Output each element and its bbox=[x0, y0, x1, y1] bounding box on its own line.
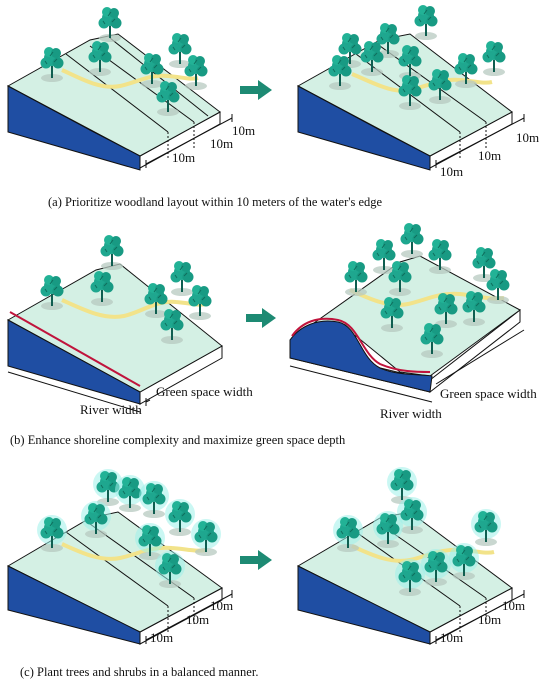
dimension-lines-c-left bbox=[145, 590, 233, 644]
width-label-c1: 10m bbox=[210, 598, 233, 613]
panel-a-after-block bbox=[296, 4, 513, 171]
width-label-a3: 10m bbox=[172, 150, 195, 165]
panel-c-before-block bbox=[6, 469, 223, 645]
transition-arrow bbox=[246, 308, 276, 328]
walking-path bbox=[61, 68, 199, 89]
transition-arrow bbox=[240, 80, 272, 100]
width-label-c2: 10m bbox=[186, 612, 209, 627]
width-label-a5: 10m bbox=[478, 148, 501, 163]
transition-arrow bbox=[240, 550, 272, 570]
panel-c-after-block bbox=[296, 467, 513, 645]
shoreline bbox=[9, 311, 141, 387]
caption-a: (a) Prioritize woodland layout within 10… bbox=[48, 195, 383, 209]
dimension-lines-c-right bbox=[435, 590, 525, 644]
dimension-lines-b-right bbox=[289, 329, 525, 403]
green-space-label-left: Green space width bbox=[156, 384, 253, 399]
caption-c: (c) Plant trees and shrubs in a balanced… bbox=[20, 665, 258, 679]
dimension-lines-b-left bbox=[7, 371, 151, 413]
panel-b: Green space width River width Green spac… bbox=[6, 222, 537, 447]
width-label-c3: 10m bbox=[150, 630, 173, 645]
panel-a: 10m 10m 10m 10m 10m 10m (a) Prioritize w… bbox=[6, 4, 539, 209]
green-space-label-right: Green space width bbox=[440, 386, 537, 401]
width-label-c4: 10m bbox=[502, 598, 525, 613]
width-label-a1: 10m bbox=[232, 123, 255, 138]
panel-b-before-block bbox=[6, 234, 223, 405]
river-label-right: River width bbox=[380, 406, 442, 421]
width-label-a2: 10m bbox=[210, 136, 233, 151]
width-label-c6: 10m bbox=[440, 630, 463, 645]
panel-a-before-block bbox=[6, 6, 221, 171]
width-label-a4: 10m bbox=[516, 130, 539, 145]
width-label-c5: 10m bbox=[478, 612, 501, 627]
river-label-left: River width bbox=[80, 402, 142, 417]
width-label-a6: 10m bbox=[440, 164, 463, 179]
dimension-lines-a-right bbox=[435, 114, 525, 168]
panel-b-after-block bbox=[289, 222, 521, 394]
dimension-lines-a-left bbox=[145, 114, 233, 168]
panel-c: 10m 10m 10m 10m 10m 10m (c) Plant trees … bbox=[6, 467, 525, 679]
caption-b: (b) Enhance shoreline complexity and max… bbox=[10, 433, 346, 447]
